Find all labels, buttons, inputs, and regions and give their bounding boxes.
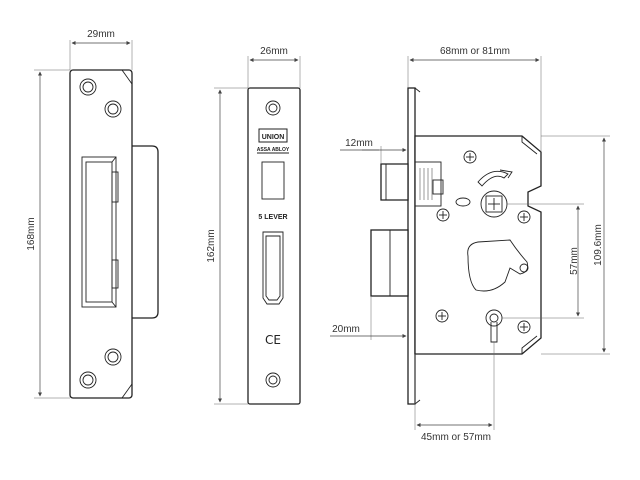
lock-case: [414, 135, 542, 355]
striker-chamfer-top: [121, 69, 133, 85]
latch-bolt: [380, 163, 409, 201]
follower-slot: [477, 170, 509, 187]
screw-icon: [435, 309, 449, 323]
case-corner-fold: [521, 335, 538, 354]
screw-hole-icon: [104, 100, 122, 118]
striker-opening-edge: [111, 301, 117, 308]
striker-opening-edge: [111, 156, 117, 163]
forend-width-label: 26mm: [260, 46, 288, 57]
screw-icon: [517, 210, 531, 224]
screw-hole-icon: [79, 78, 97, 96]
brand-label: UNION: [262, 134, 285, 141]
lever-label: 5 LEVER: [258, 214, 287, 221]
case-corner-fold: [521, 136, 538, 155]
striker-opening: [81, 156, 117, 308]
striker-body: [69, 69, 133, 399]
sub-brand-label: ASSA ABLOY: [257, 147, 290, 153]
bolt-opening: [262, 231, 284, 305]
backset-label: 45mm or 57mm: [421, 432, 491, 443]
striker-chamfer-bottom: [121, 383, 133, 399]
forend-edge-line: [414, 87, 421, 93]
striker-height-label: 168mm: [26, 217, 37, 250]
latch-keep: [111, 171, 119, 203]
deadbolt-inner: [389, 229, 409, 297]
body-height-label: 109.6mm: [593, 224, 604, 266]
latch-opening: [261, 161, 285, 200]
case-width-label: 68mm or 81mm: [440, 46, 510, 57]
striker-lip: [129, 145, 159, 319]
striker-opening-inner: [85, 161, 113, 303]
forend-plate: UNION ASSA ABLOY 5 LEVER CE 26mm 162mm: [206, 46, 301, 405]
bolt-keep: [111, 259, 119, 289]
latch-mechanism: [414, 161, 442, 207]
forend-height-label: 162mm: [206, 229, 217, 262]
screw-icon: [463, 150, 477, 164]
union-logo-icon: [258, 128, 288, 143]
screw-hole-icon: [104, 348, 122, 366]
follower-pin: [499, 169, 513, 179]
screw-hole-icon: [265, 372, 281, 388]
latch-tail: [432, 179, 444, 195]
lever-gate: [467, 239, 529, 292]
latch-projection-label: 12mm: [345, 138, 373, 149]
lock-forend-edge: [407, 87, 416, 405]
ce-mark: CE: [265, 333, 281, 347]
deadbolt-projection-label: 20mm: [332, 324, 360, 335]
deadbolt: [370, 229, 409, 297]
lock-body: 68mm or 81mm 12mm 20mm 45mm or 57mm 57mm…: [330, 46, 610, 443]
screw-icon: [436, 208, 450, 222]
lever-pin: [519, 263, 529, 273]
screw-hole-icon: [265, 100, 281, 116]
forend-body: [247, 87, 301, 405]
striker-plate: 29mm 168mm: [26, 29, 159, 399]
screw-hole-icon: [79, 371, 97, 389]
case-oval-slot: [455, 197, 471, 207]
bolt-opening-inner: [265, 235, 281, 301]
striker-width-label: 29mm: [87, 29, 115, 40]
forend-edge-line: [414, 399, 421, 405]
screw-icon: [517, 320, 531, 334]
centres-label: 57mm: [569, 247, 580, 275]
